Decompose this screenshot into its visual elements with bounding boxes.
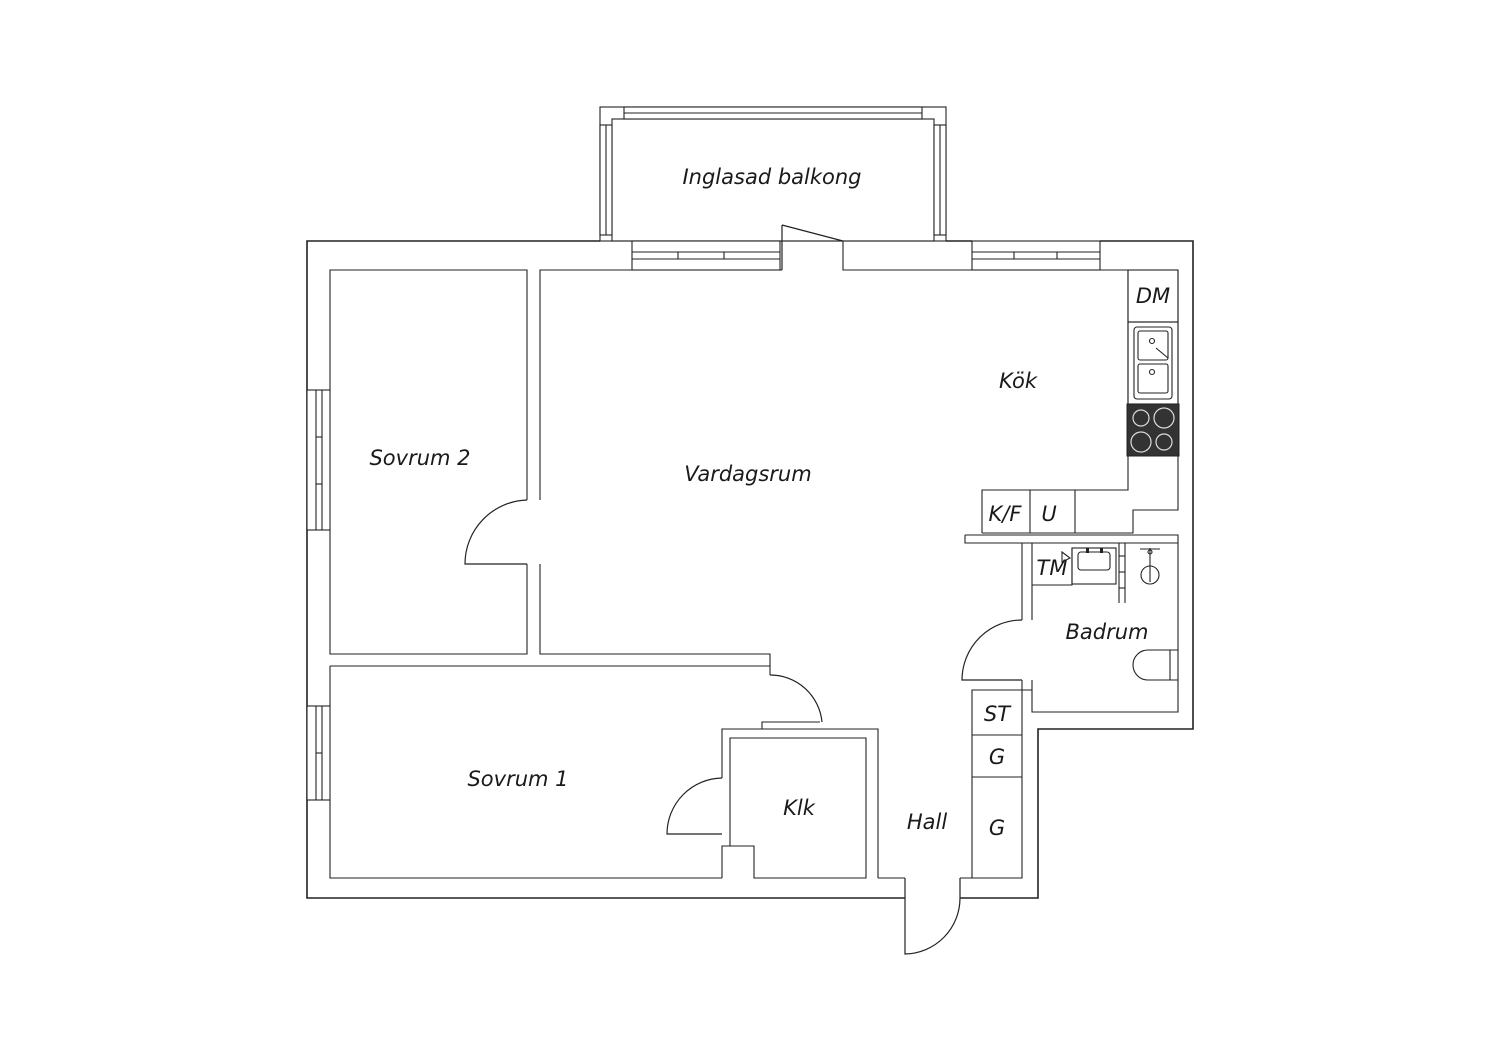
oven-label: U [1041,502,1056,526]
washing-machine-label: TM [1037,556,1068,580]
dishwasher-label: DM [1136,284,1170,308]
wardrobe-label-1: G [989,745,1005,769]
room-label-bedroom2: Sovrum 2 [369,446,470,470]
stove-icon [1126,403,1180,457]
room-label-closet: Klk [783,796,816,820]
doors [464,224,1023,955]
wardrobe-label-2: G [989,816,1005,840]
interior-walls [721,490,1179,879]
sink-icon [1061,547,1117,585]
towel-rail-icon [1118,543,1126,603]
hall-storage: ST G G [984,702,1012,840]
storage-label: ST [984,702,1012,726]
room-label-bedroom1: Sovrum 1 [467,767,568,791]
fridge-freezer-label: K/F [989,502,1023,526]
room-label-balcony: Inglasad balkong [682,165,861,189]
room-label-kitchen: Kök [999,369,1038,393]
room-label-living: Vardagsrum [684,462,811,486]
windows [306,240,1101,801]
outer-walls [306,240,1194,899]
kitchen-fixtures: DM K/F U [989,269,1180,526]
room-label-bathroom: Badrum [1065,620,1148,644]
bathroom-fixtures: TM Badrum [1032,543,1178,681]
balcony: Inglasad balkong [599,106,947,242]
toilet-icon [1132,649,1178,681]
shower-icon [1140,548,1160,585]
room-labels: Sovrum 2 Vardagsrum Kök Sovrum 1 Klk Hal… [369,369,1037,834]
room-label-hall: Hall [907,810,947,834]
